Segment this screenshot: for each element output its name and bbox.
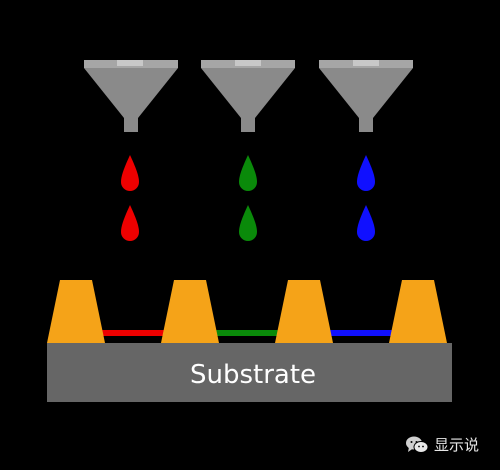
watermark-text: 显示说 bbox=[434, 436, 480, 454]
nozzle-funnel bbox=[84, 68, 178, 118]
red-droplet-upper bbox=[121, 155, 139, 191]
nozzle-funnel bbox=[201, 68, 295, 118]
blue-droplet-upper bbox=[357, 155, 375, 191]
nozzle-blue bbox=[319, 60, 413, 132]
nozzle-cap bbox=[353, 60, 379, 66]
bank-4 bbox=[389, 280, 447, 343]
watermark: 显示说 bbox=[405, 434, 479, 455]
bank-3 bbox=[275, 280, 333, 343]
blue-ink-film bbox=[330, 330, 392, 336]
green-droplet-lower bbox=[239, 205, 257, 241]
green-ink-film bbox=[216, 330, 278, 336]
nozzle-tip bbox=[359, 118, 373, 132]
blue-droplet-lower bbox=[357, 205, 375, 241]
red-ink-film bbox=[102, 330, 164, 336]
substrate bbox=[47, 343, 452, 402]
nozzle-tip bbox=[241, 118, 255, 132]
nozzle-cap bbox=[235, 60, 261, 66]
nozzle-funnel bbox=[319, 68, 413, 118]
nozzle-cap bbox=[117, 60, 143, 66]
nozzle-green bbox=[201, 60, 295, 132]
nozzle-red bbox=[84, 60, 178, 132]
bank-1 bbox=[47, 280, 105, 343]
nozzle-tip bbox=[124, 118, 138, 132]
bank-2 bbox=[161, 280, 219, 343]
wechat-icon bbox=[406, 436, 429, 453]
red-droplet-lower bbox=[121, 205, 139, 241]
green-droplet-upper bbox=[239, 155, 257, 191]
substrate-label: Substrate bbox=[190, 360, 316, 390]
